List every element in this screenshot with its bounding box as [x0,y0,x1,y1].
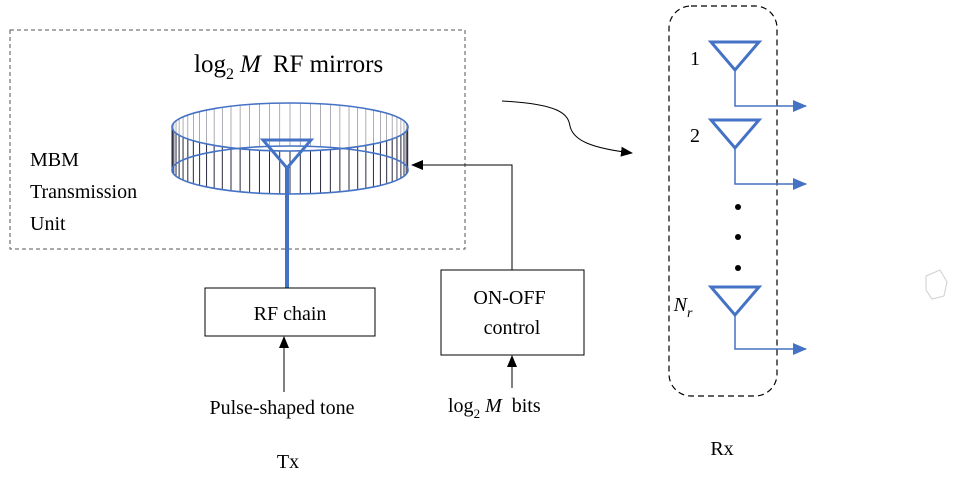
antenna-icon [707,285,763,318]
tx-antenna-icon [259,138,315,171]
ring-bottom-edge [171,145,409,195]
rx-antenna-1: 1 [690,40,807,112]
antenna-output-line [734,315,807,355]
ellipsis-dot [735,234,741,240]
antenna-label: 2 [690,125,700,147]
mbm-unit-box [9,29,466,250]
antenna-icon [707,40,763,73]
rf-mirror-ring [171,102,409,195]
antenna-icon [707,118,763,151]
rf-chain-box [204,287,376,337]
onoff-control-box [440,269,585,356]
antenna-output-line [734,148,807,190]
ring-top-edge [171,102,409,152]
onoff-control-label: ON-OFF control [473,287,550,339]
unit-label: MBM Transmission Unit [30,149,142,235]
antenna-label: Nr [673,294,693,321]
rx-antenna-nr: Nr [673,285,807,355]
rf-chain-label: RF chain [254,303,327,325]
rx-antenna-2: 2 [690,118,807,190]
tone-input-label: Pulse-shaped tone [210,397,355,419]
control-line [411,160,513,270]
ellipsis-dot [735,204,741,210]
ellipsis-dot [735,265,741,271]
channel-arrow [501,100,633,157]
rx-caption: Rx [710,438,733,460]
rx-box [668,5,778,397]
antenna-label: 1 [690,48,700,70]
decorative-mark-icon [925,269,948,300]
antenna-output-line [734,70,807,112]
tx-caption: Tx [277,451,299,473]
